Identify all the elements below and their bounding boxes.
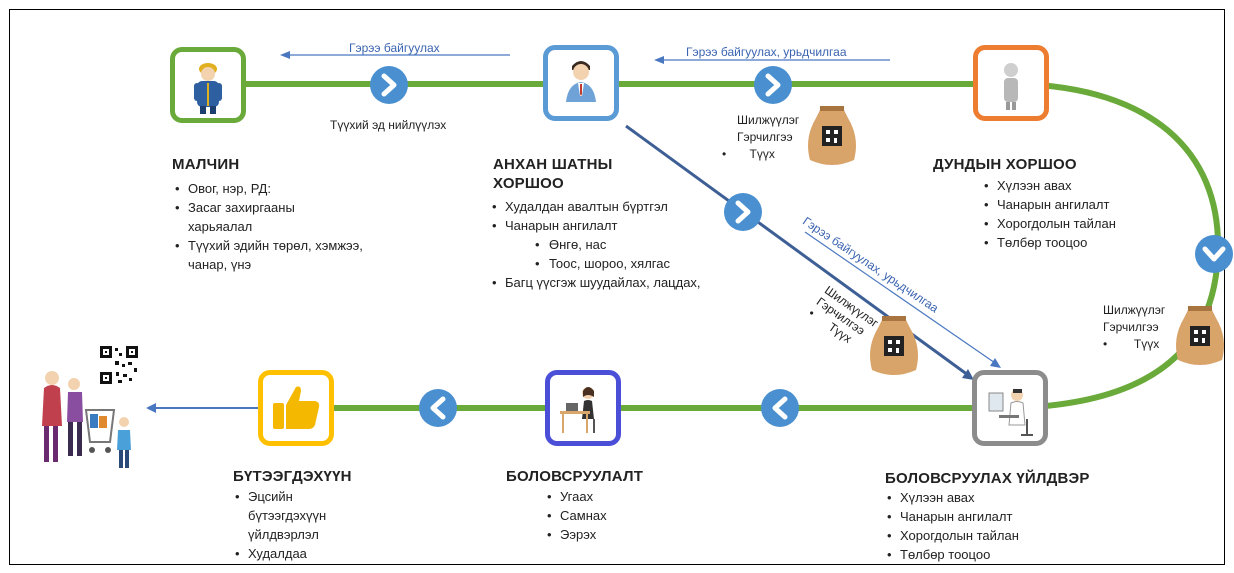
- primary-cooperative-list: Худалдан авалтын бүртгэл Чанарын ангилал…: [490, 197, 770, 292]
- product-list: Эцсийн бүтээгдэхүүн үйлдвэрлэл Худалдаа: [233, 487, 363, 563]
- processing-plant-node: [972, 370, 1048, 446]
- processing-plant-title: БОЛОВСРУУЛАХ ҮЙЛДВЭР: [885, 470, 1090, 487]
- primary-cooperative-title-line2: ХОРШОО: [493, 175, 564, 192]
- central-cooperative-title: ДУНДЫН ХОРШОО: [933, 156, 1077, 173]
- primary-cooperative-title-line1: АНХАН ШАТНЫ: [493, 156, 613, 173]
- list-subitem: Өнгө, нас: [490, 235, 770, 254]
- sack-icon: [1176, 306, 1224, 365]
- certificate-label: Гэрчилгээ: [1103, 320, 1159, 334]
- thumbs-up-icon: [273, 386, 320, 429]
- transfer-label: Шилжүүлэг: [1103, 303, 1166, 317]
- list-item: Түүхий эдийн төрөл, хэмжээ, чанар, үнэ: [173, 236, 378, 274]
- office-worker-icon: [560, 387, 595, 433]
- certificate-label: Гэрчилгээ: [737, 130, 793, 144]
- list-item: Чанарын ангилалт: [490, 216, 770, 235]
- herder-title: МАЛЧИН: [172, 156, 240, 173]
- list-subitem: Тоос, шороо, хялгас: [490, 254, 770, 273]
- contract-label: Гэрээ байгуулах: [349, 41, 440, 55]
- list-item: Хүлээн авах: [982, 176, 1162, 195]
- list-item: Худалдаа: [233, 544, 363, 563]
- list-item: Багц үүсгэж шуудайлах, лацдах,: [490, 273, 770, 292]
- processing-title: БОЛОВСРУУЛАЛТ: [506, 468, 644, 485]
- raw-label: • Түүх: [722, 147, 775, 161]
- list-item: Ээрэх: [545, 525, 665, 544]
- list-item: Хорогдолын тайлан: [885, 526, 1065, 545]
- processing-plant-list: Хүлээн авах Чанарын ангилалт Хорогдолын …: [885, 488, 1065, 564]
- raw-label: • Түүх: [1103, 337, 1160, 351]
- chevron-down-icon: [1195, 235, 1233, 273]
- raw-material-supply-label: Түүхий эд нийлүүлэх: [330, 118, 447, 132]
- chevron-right-icon: [754, 66, 792, 104]
- sack-icon: [870, 316, 918, 375]
- contract-arrow-head-2: [654, 56, 664, 64]
- product-node: [258, 370, 334, 446]
- central-cooperative-list: Хүлээн авах Чанарын ангилалт Хорогдолын …: [982, 176, 1162, 252]
- herder-figure-icon: [194, 63, 222, 114]
- qr-code-icon: [98, 344, 140, 386]
- list-item: Засаг захиргааны харьяалал: [173, 198, 358, 236]
- raw-label-text: Түүх: [1133, 337, 1160, 351]
- lab-worker-icon: [988, 389, 1033, 436]
- person-icon: [1004, 63, 1018, 110]
- list-item: Хүлээн авах: [885, 488, 1065, 507]
- list-item: Худалдан авалтын бүртгэл: [490, 197, 770, 216]
- transfer-label: Шилжүүлэг: [737, 113, 800, 127]
- chevron-left-icon: [419, 389, 457, 427]
- contract-advance-label: Гэрээ байгуулах, урьдчилгаа: [686, 45, 847, 59]
- central-cooperative-node: [973, 45, 1049, 121]
- list-item: Угаах: [545, 487, 665, 506]
- list-item: Хорогдолын тайлан: [982, 214, 1162, 233]
- processing-list: Угаах Самнах Ээрэх: [545, 487, 665, 544]
- businessman-icon: [566, 61, 596, 102]
- list-item: Самнах: [545, 506, 665, 525]
- raw-label-text: Түүх: [749, 147, 775, 161]
- herder-node: [170, 47, 246, 123]
- contract-arrow-head-3: [990, 358, 1001, 368]
- list-item: Овог, нэр, РД:: [173, 179, 383, 198]
- output-arrow-head: [146, 403, 156, 413]
- list-item: Эцсийн бүтээгдэхүүн үйлдвэрлэл: [233, 487, 358, 544]
- list-item: Төлбөр тооцоо: [982, 233, 1162, 252]
- diagram-frame: [9, 9, 1225, 565]
- contract-arrow-head-1: [280, 51, 290, 59]
- product-title: БҮТЭЭГДЭХҮҮН: [233, 468, 352, 485]
- chevron-left-icon: [761, 389, 799, 427]
- chevron-right-icon: [370, 66, 408, 104]
- list-item: Чанарын ангилалт: [982, 195, 1162, 214]
- shoppers-family-icon: [42, 371, 131, 468]
- list-item: Чанарын ангилалт: [885, 507, 1065, 526]
- herder-list: Овог, нэр, РД: Засаг захиргааны харьяала…: [173, 179, 383, 274]
- sack-icon: [808, 106, 856, 165]
- primary-cooperative-node: [543, 45, 619, 121]
- processing-node: [545, 370, 621, 446]
- list-item: Төлбөр тооцоо: [885, 545, 1065, 564]
